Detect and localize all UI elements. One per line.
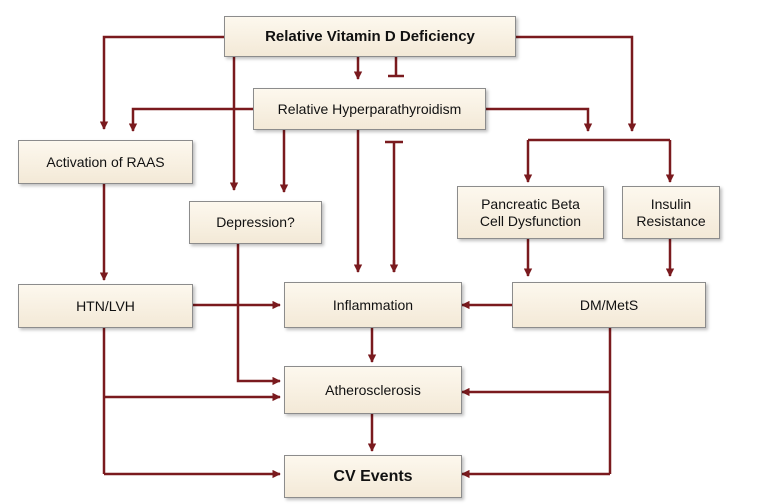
node-label: Atherosclerosis: [325, 381, 421, 398]
arrow-vitd-to-insulin: [516, 35, 637, 132]
node-label: Relative Vitamin D Deficiency: [265, 28, 475, 45]
node-label: Depression?: [216, 214, 295, 230]
node-label: Relative Hyperparathyroidism: [277, 100, 462, 117]
node-label: Pancreatic Beta Cell Dysfunction: [479, 195, 582, 229]
arrow-htn-to-athero: [102, 328, 280, 474]
arrow-depression-to-athero: [236, 244, 281, 386]
node-insulin-resistance: Insulin Resistance: [622, 186, 720, 239]
inhibit-inflammation-to-hyperpara: [385, 140, 403, 272]
node-raas: Activation of RAAS: [18, 140, 193, 184]
node-dm-mets: DM/MetS: [512, 282, 706, 328]
node-inflammation: Inflammation: [284, 282, 462, 328]
arrow-hyperpara-to-right: [486, 107, 593, 132]
arrow-dm-to-athero: [462, 328, 612, 474]
node-depression: Depression?: [189, 201, 322, 244]
node-label: HTN/LVH: [76, 297, 135, 314]
node-cv-events: CV Events: [284, 455, 462, 498]
node-label: CV Events: [333, 468, 413, 485]
node-htn-lvh: HTN/LVH: [18, 284, 193, 328]
node-label: DM/MetS: [579, 296, 639, 313]
node-atherosclerosis: Atherosclerosis: [284, 366, 462, 414]
node-label: Inflammation: [332, 296, 414, 313]
node-vitamin-d-deficiency: Relative Vitamin D Deficiency: [224, 16, 516, 57]
node-label: Activation of RAAS: [46, 153, 165, 170]
node-beta-cell-dysfunction: Pancreatic Beta Cell Dysfunction: [457, 186, 604, 239]
node-label: Insulin Resistance: [636, 195, 706, 229]
inhibit-vitd-to-hyperpara: [388, 57, 404, 78]
arrow-vitd-to-raas: [99, 35, 224, 130]
node-hyperparathyroidism: Relative Hyperparathyroidism: [253, 88, 486, 130]
arrow-branch-to-beta: [528, 138, 670, 182]
arrow-hyperpara-to-raas: [128, 107, 253, 132]
